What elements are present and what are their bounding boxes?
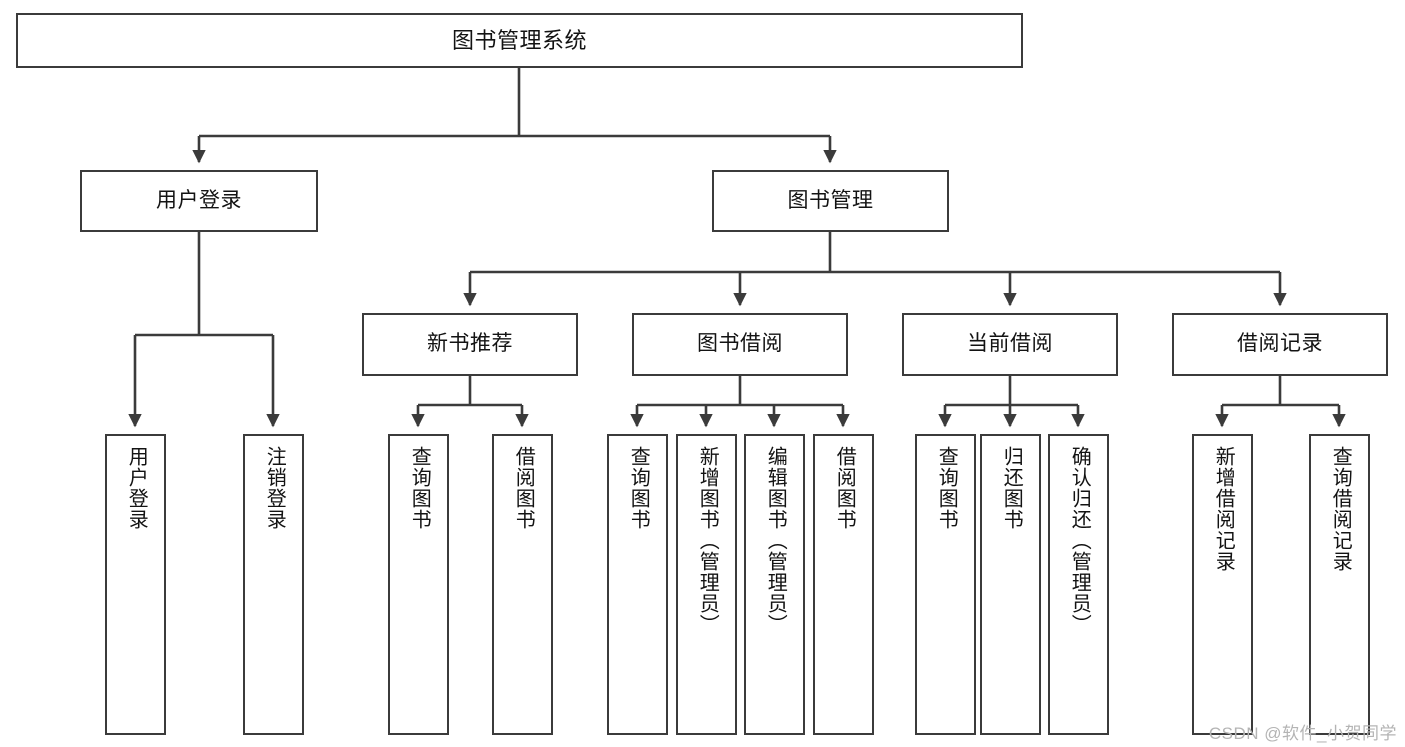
node-book-management[interactable]: 图书管理 <box>712 170 949 232</box>
leaf-record-query-label: 查询借阅记录 <box>1329 446 1352 572</box>
leaf-borrow-borrow-book-label: 借阅图书 <box>833 446 856 530</box>
leaf-borrow-query-book-label: 查询图书 <box>627 446 650 530</box>
leaf-record-query[interactable]: 查询借阅记录 <box>1309 434 1370 735</box>
leaf-current-confirm-return-label: 确认归还（管理员） <box>1068 446 1091 635</box>
leaf-user-login-logout-label: 注销登录 <box>263 446 286 530</box>
leaf-current-query-book-label: 查询图书 <box>935 446 958 530</box>
leaf-new-book-borrow-label: 借阅图书 <box>512 446 535 530</box>
leaf-user-login-login[interactable]: 用户登录 <box>105 434 166 735</box>
node-book-borrowing[interactable]: 图书借阅 <box>632 313 848 376</box>
leaf-current-confirm-return[interactable]: 确认归还（管理员） <box>1048 434 1109 735</box>
node-book-borrowing-label: 图书借阅 <box>697 332 783 356</box>
leaf-borrow-edit-book[interactable]: 编辑图书（管理员） <box>744 434 805 735</box>
node-root-library-system[interactable]: 图书管理系统 <box>16 13 1023 68</box>
leaf-borrow-add-book-label: 新增图书（管理员） <box>696 446 719 635</box>
leaf-borrow-edit-book-label: 编辑图书（管理员） <box>764 446 787 635</box>
leaf-record-add-label: 新增借阅记录 <box>1212 446 1235 572</box>
leaf-borrow-borrow-book[interactable]: 借阅图书 <box>813 434 874 735</box>
leaf-user-login-logout[interactable]: 注销登录 <box>243 434 304 735</box>
node-borrow-record-label: 借阅记录 <box>1237 332 1323 356</box>
node-user-login-label: 用户登录 <box>156 188 242 212</box>
node-new-book-recommend-label: 新书推荐 <box>427 332 513 356</box>
node-borrow-record[interactable]: 借阅记录 <box>1172 313 1388 376</box>
leaf-new-book-query-label: 查询图书 <box>408 446 431 530</box>
leaf-borrow-add-book[interactable]: 新增图书（管理员） <box>676 434 737 735</box>
node-new-book-recommend[interactable]: 新书推荐 <box>362 313 578 376</box>
node-user-login[interactable]: 用户登录 <box>80 170 318 232</box>
leaf-current-return-book-label: 归还图书 <box>1000 446 1023 530</box>
watermark-text: CSDN @软件_小贺同学 <box>1208 724 1397 743</box>
node-current-borrowing-label: 当前借阅 <box>967 332 1053 356</box>
leaf-current-query-book[interactable]: 查询图书 <box>915 434 976 735</box>
node-current-borrowing[interactable]: 当前借阅 <box>902 313 1118 376</box>
node-book-management-label: 图书管理 <box>787 188 874 212</box>
leaf-current-return-book[interactable]: 归还图书 <box>980 434 1041 735</box>
node-root-label: 图书管理系统 <box>451 27 587 53</box>
leaf-user-login-login-label: 用户登录 <box>125 446 148 530</box>
leaf-new-book-query[interactable]: 查询图书 <box>388 434 449 735</box>
leaf-new-book-borrow[interactable]: 借阅图书 <box>492 434 553 735</box>
leaf-record-add[interactable]: 新增借阅记录 <box>1192 434 1253 735</box>
leaf-borrow-query-book[interactable]: 查询图书 <box>607 434 668 735</box>
